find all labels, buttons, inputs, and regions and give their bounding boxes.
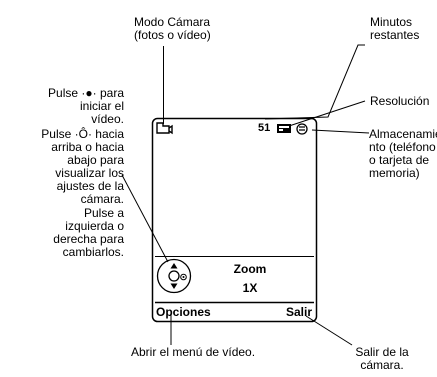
options-softkey[interactable]: Opciones [156, 305, 211, 319]
resolution-icon [277, 124, 291, 133]
storage-line-3: o tarjeta de [369, 153, 430, 167]
phone-screen-frame [151, 117, 318, 323]
video-camera-icon [156, 122, 173, 135]
exit-camera-line-2: cámara. [360, 358, 404, 372]
storage-line-2: nto (teléfono [369, 140, 436, 154]
zoom-label: Zoom [233, 262, 267, 276]
change-settings-label: Pulse a izquierda o derecha para cambiar… [4, 207, 124, 259]
nav-key-icon [156, 258, 192, 294]
minutes-remaining-value: 51 [258, 122, 271, 134]
adjust-settings-line-1: Pulse ·Ô· hacia [41, 127, 124, 141]
adjust-settings-line-6: cámara. [80, 192, 124, 206]
adjust-settings-line-3: abajo para [67, 153, 124, 167]
change-settings-line-2: izquierda o [65, 219, 124, 233]
change-settings-line-1: Pulse a [83, 206, 124, 220]
storage-line-4: memoria) [369, 166, 420, 180]
adjust-settings-line-5: ajustes de la [56, 179, 124, 193]
leader-lines [121, 44, 370, 346]
start-video-line-2: iniciar el [79, 99, 124, 113]
storage-icon [296, 123, 308, 135]
zoom-value: 1X [242, 281, 258, 295]
exit-softkey[interactable]: Salir [285, 305, 312, 319]
adjust-settings-line-2: arriba o hacia [51, 140, 124, 154]
camera-mode-line-2: (fotos o vídeo) [134, 28, 211, 42]
storage-line-1: Almacenamie [369, 127, 437, 141]
minutes-remaining-line-2: restantes [370, 28, 420, 42]
adjust-settings-line-4: visualizar los [55, 166, 124, 180]
start-video-line-3: vídeo. [91, 112, 124, 126]
resolution-label: Resolución [370, 94, 430, 108]
camera-mode-line-1: Modo Cámara [134, 15, 211, 29]
change-settings-line-4: cambiarlos. [62, 245, 124, 259]
adjust-settings-label: Pulse ·Ô· hacia arriba o hacia abajo par… [4, 128, 124, 206]
camera-mode-label: Modo Cámara (fotos o vídeo) [134, 16, 244, 42]
minutes-remaining-label: Minutos restantes [370, 16, 436, 42]
change-settings-line-3: derecha para [53, 232, 124, 246]
start-video-label: Pulse ·●· para iniciar el vídeo. [4, 87, 124, 126]
storage-label: Almacenamie nto (teléfono o tarjeta de m… [369, 128, 437, 180]
open-menu-label: Abrir el menú de vídeo. [131, 345, 256, 359]
start-video-line-1: Pulse ·●· para [48, 86, 124, 100]
exit-camera-line-1: Salir de la [355, 345, 409, 359]
minutes-remaining-line-1: Minutos [370, 15, 413, 29]
exit-camera-label: Salir de la cámara. [340, 346, 424, 372]
